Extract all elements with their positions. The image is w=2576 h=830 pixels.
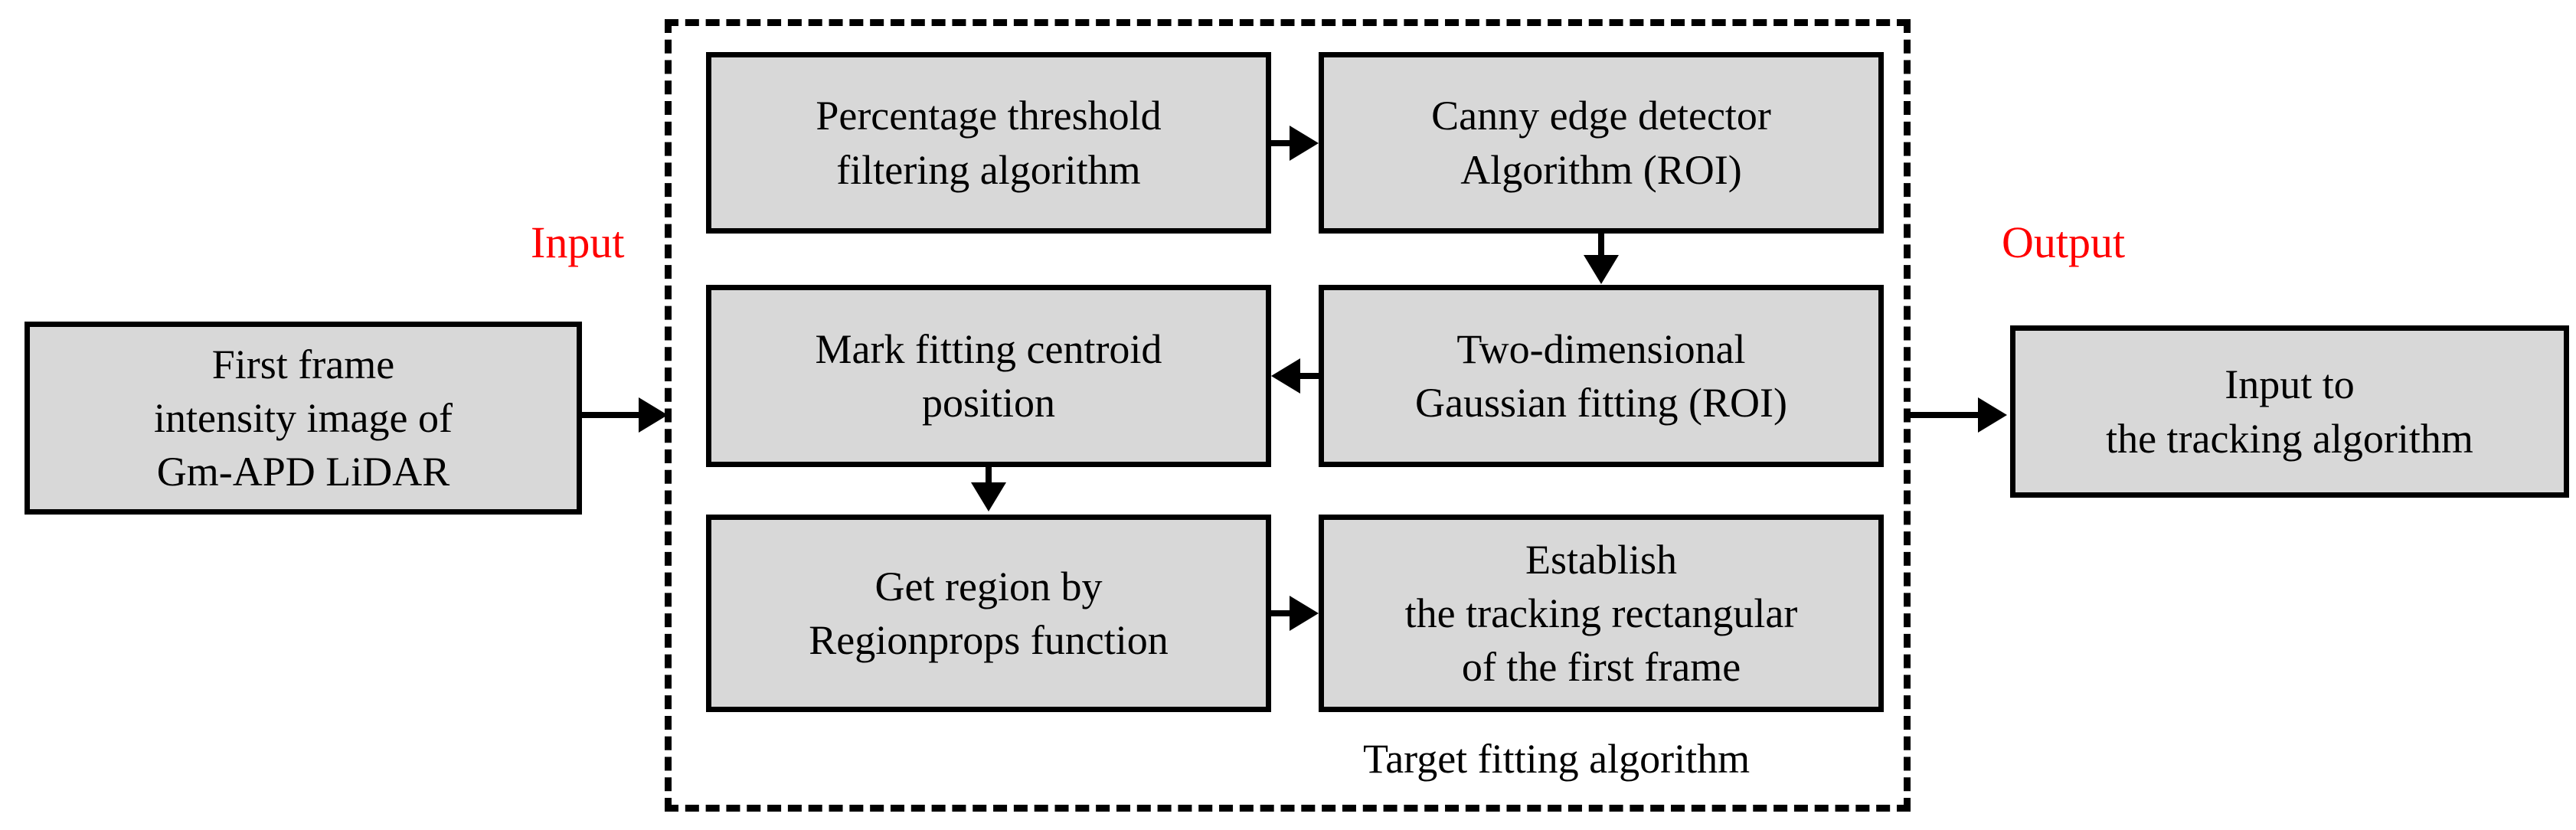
connector-group-to-tracking-arrowhead [1978,397,2007,433]
box-two-dimensional-gaussian-fitting[interactable]: Two-dimensional Gaussian fitting (ROI) [1319,285,1884,467]
box-gaussian-fitting-label: Two-dimensional Gaussian fitting (ROI) [1415,325,1787,426]
connector-canny-to-gaussian-arrowhead [1584,255,1619,284]
connector-first-frame-to-group-arrowhead [639,397,668,433]
box-establish-tracking-rectangular[interactable]: Establish the tracking rectangular of th… [1319,515,1884,712]
input-label: Input [531,217,625,267]
box-get-region-by-regionprops[interactable]: Get region by Regionprops function [706,515,1271,712]
target-fitting-algorithm-caption: Target fitting algorithm [1363,736,1751,782]
target-fitting-algorithm-group [665,19,1911,812]
box-regionprops-label: Get region by Regionprops function [809,563,1169,663]
box-percentage-threshold-label: Percentage threshold filtering algorithm [816,93,1162,193]
connector-centroid-to-regionprops-arrowhead [971,482,1006,511]
box-canny-edge-detector-label: Canny edge detector Algorithm (ROI) [1431,93,1771,193]
box-first-frame-intensity-image[interactable]: First frame intensity image of Gm-APD Li… [25,322,582,515]
connector-threshold-to-canny-arrowhead [1290,126,1319,161]
connector-centroid-to-regionprops-line [986,467,992,485]
output-label: Output [2002,217,2126,267]
box-first-frame-label: First frame intensity image of Gm-APD Li… [154,341,453,495]
box-canny-edge-detector[interactable]: Canny edge detector Algorithm (ROI) [1319,52,1884,234]
box-input-to-tracking-algorithm[interactable]: Input to the tracking algorithm [2010,325,2569,498]
box-establish-label: Establish the tracking rectangular of th… [1404,536,1798,691]
connector-first-frame-to-group-line [582,412,642,418]
box-tracking-algorithm-label: Input to the tracking algorithm [2106,361,2473,462]
box-mark-fitting-centroid-position[interactable]: Mark fitting centroid position [706,285,1271,467]
connector-regionprops-to-establish-arrowhead [1290,596,1319,631]
connector-gaussian-to-centroid-line [1300,373,1319,379]
connector-canny-to-gaussian-line [1598,234,1604,258]
connector-threshold-to-canny-line [1271,140,1293,146]
connector-group-to-tracking-line [1911,412,1981,418]
connector-gaussian-to-centroid-arrowhead [1271,358,1300,394]
connector-regionprops-to-establish-line [1271,610,1293,616]
box-mark-fitting-centroid-label: Mark fitting centroid position [815,325,1162,426]
box-percentage-threshold-filtering[interactable]: Percentage threshold filtering algorithm [706,52,1271,234]
